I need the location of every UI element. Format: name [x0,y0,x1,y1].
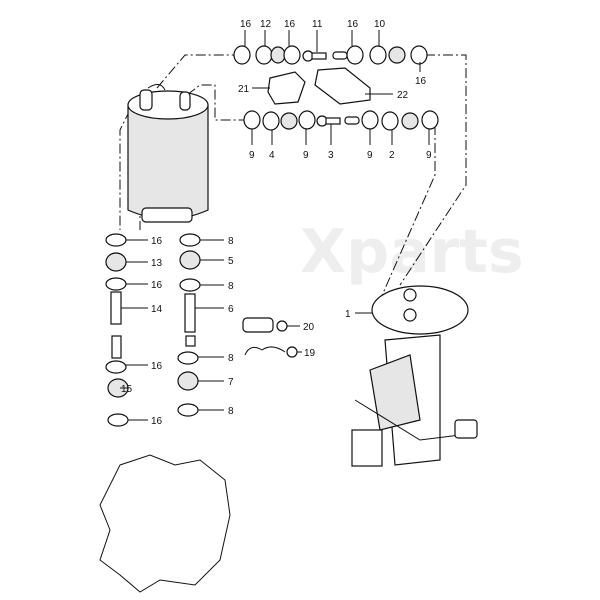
callout: 16 [347,19,359,30]
fuel-line-return-tank [379,125,436,301]
callout: 9 [426,150,432,161]
callout: 22 [397,90,409,101]
callouts-right: 20 19 1 [303,309,351,359]
leader-lines [120,30,430,421]
bracket-22 [314,67,371,105]
callout: 3 [328,150,334,161]
connector-20 [242,317,288,333]
fuel-filter [127,84,209,223]
callout: 9 [367,150,373,161]
callout: 13 [151,258,163,269]
callout: 1 [345,309,351,320]
callouts-top-row: 16 12 16 11 16 10 16 [240,19,427,87]
callout: 19 [304,348,316,359]
callout: 16 [415,76,427,87]
callouts-middle-column: 8 5 8 6 8 7 8 [228,236,234,417]
callout: 16 [284,19,296,30]
middle-column-parts [177,233,201,417]
fuel-line-supply [156,54,240,89]
callout: 2 [389,150,395,161]
callouts-brackets: 21 22 [238,84,409,101]
callout: 16 [151,280,163,291]
callout: 8 [228,236,234,247]
fuel-pump-assembly [351,285,478,467]
callout: 12 [260,19,272,30]
callout: 9 [303,150,309,161]
watermark: Xparts [300,217,524,287]
fuel-line-supply-tank [399,54,467,286]
callout: 7 [228,377,234,388]
callouts-left-column: 16 13 16 14 16 15 16 [121,236,163,427]
top-row-parts [233,45,428,65]
left-column-parts [105,233,129,427]
callout: 6 [228,304,234,315]
clip-19 [244,346,298,358]
callout: 16 [240,19,252,30]
callout: 5 [228,256,234,267]
callout: 21 [238,84,250,95]
callout: 16 [151,361,163,372]
fuel-line-left [119,109,131,230]
callout: 10 [374,19,386,30]
engine-outline [99,454,231,593]
callout: 11 [312,19,323,30]
bracket-21 [267,71,306,105]
callout: 20 [303,322,315,333]
second-row-parts [243,110,439,131]
callout: 15 [121,384,133,395]
callout: 9 [249,150,255,161]
callout: 8 [228,281,234,292]
callout: 16 [151,236,163,247]
callout: 4 [269,150,275,161]
callout: 16 [151,416,163,427]
callout: 8 [228,353,234,364]
callouts-second-row: 9 4 9 3 9 2 9 [249,150,432,161]
callout: 14 [151,304,163,315]
callout: 8 [228,406,234,417]
fuel-line-return [186,84,245,121]
